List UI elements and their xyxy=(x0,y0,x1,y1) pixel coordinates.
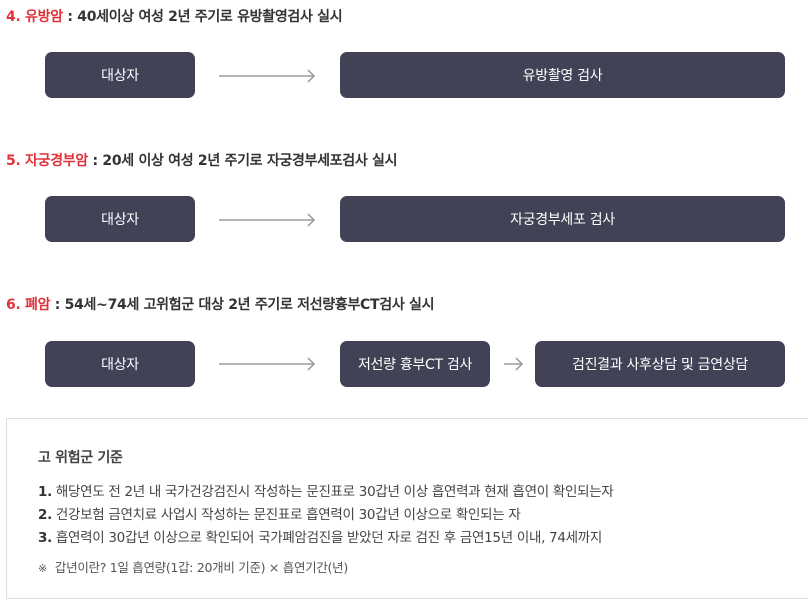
section-number: 6. xyxy=(6,297,21,313)
section-name: 자궁경부암 xyxy=(25,153,88,169)
step-box-target: 대상자 xyxy=(45,341,195,387)
criteria-item-number: 2. xyxy=(38,507,52,523)
section-separator: : xyxy=(50,297,65,313)
criteria-note-text: 갑년이란? 1일 흡연량(1갑: 20개비 기준) × 흡연기간(년) xyxy=(54,560,348,575)
arrow-right-icon xyxy=(219,69,317,83)
criteria-item-number: 3. xyxy=(38,530,52,546)
criteria-item-number: 1. xyxy=(38,484,52,500)
section-name: 폐암 xyxy=(25,297,51,313)
section-separator: : xyxy=(87,153,103,169)
criteria-item: 1.해당연도 전 2년 내 국가건강검진시 작성하는 문진표로 30갑년 이상 … xyxy=(38,480,614,500)
step-box-counseling: 검진결과 사후상담 및 금연상담 xyxy=(535,341,785,387)
step-box-pap-smear: 자궁경부세포 검사 xyxy=(340,196,785,242)
section-heading-cervical-cancer: 5. 자궁경부암 : 20세 이상 여성 2년 주기로 자궁경부세포검사 실시 xyxy=(6,150,398,170)
arrow-right-icon xyxy=(504,357,524,371)
section-description: 54세~74세 고위험군 대상 2년 주기로 저선량흉부CT검사 실시 xyxy=(64,297,435,313)
reference-mark-icon: ※ xyxy=(38,562,47,575)
section-number: 4. xyxy=(6,9,21,25)
step-box-mammography: 유방촬영 검사 xyxy=(340,52,785,98)
criteria-item-text: 흡연력이 30갑년 이상으로 확인되어 국가폐암검진을 받았던 자로 검진 후 … xyxy=(55,530,602,546)
criteria-title: 고 위험군 기준 xyxy=(38,450,123,466)
step-box-target: 대상자 xyxy=(45,52,195,98)
criteria-item: 3.흡연력이 30갑년 이상으로 확인되어 국가폐암검진을 받았던 자로 검진 … xyxy=(38,526,602,546)
section-description: 40세이상 여성 2년 주기로 유방촬영검사 실시 xyxy=(77,9,343,25)
criteria-note: ※ 갑년이란? 1일 흡연량(1갑: 20개비 기준) × 흡연기간(년) xyxy=(38,557,348,576)
section-name: 유방암 xyxy=(25,9,63,25)
arrow-right-icon xyxy=(219,213,317,227)
section-heading-breast-cancer: 4. 유방암 : 40세이상 여성 2년 주기로 유방촬영검사 실시 xyxy=(6,6,343,26)
arrow-right-icon xyxy=(219,357,317,371)
criteria-item-text: 해당연도 전 2년 내 국가건강검진시 작성하는 문진표로 30갑년 이상 흡연… xyxy=(55,484,614,500)
step-box-target: 대상자 xyxy=(45,196,195,242)
section-description: 20세 이상 여성 2년 주기로 자궁경부세포검사 실시 xyxy=(102,153,398,169)
criteria-item: 2.건강보험 금연치료 사업시 작성하는 문진표로 흡연력이 30갑년 이상으로… xyxy=(38,503,521,523)
section-separator: : xyxy=(62,9,78,25)
high-risk-criteria-panel: 고 위험군 기준 1.해당연도 전 2년 내 국가건강검진시 작성하는 문진표로… xyxy=(6,418,808,599)
step-box-low-dose-ct: 저선량 흉부CT 검사 xyxy=(340,341,490,387)
criteria-item-text: 건강보험 금연치료 사업시 작성하는 문진표로 흡연력이 30갑년 이상으로 확… xyxy=(55,507,521,523)
section-heading-lung-cancer: 6. 폐암 : 54세~74세 고위험군 대상 2년 주기로 저선량흉부CT검사… xyxy=(6,294,434,314)
section-number: 5. xyxy=(6,153,21,169)
